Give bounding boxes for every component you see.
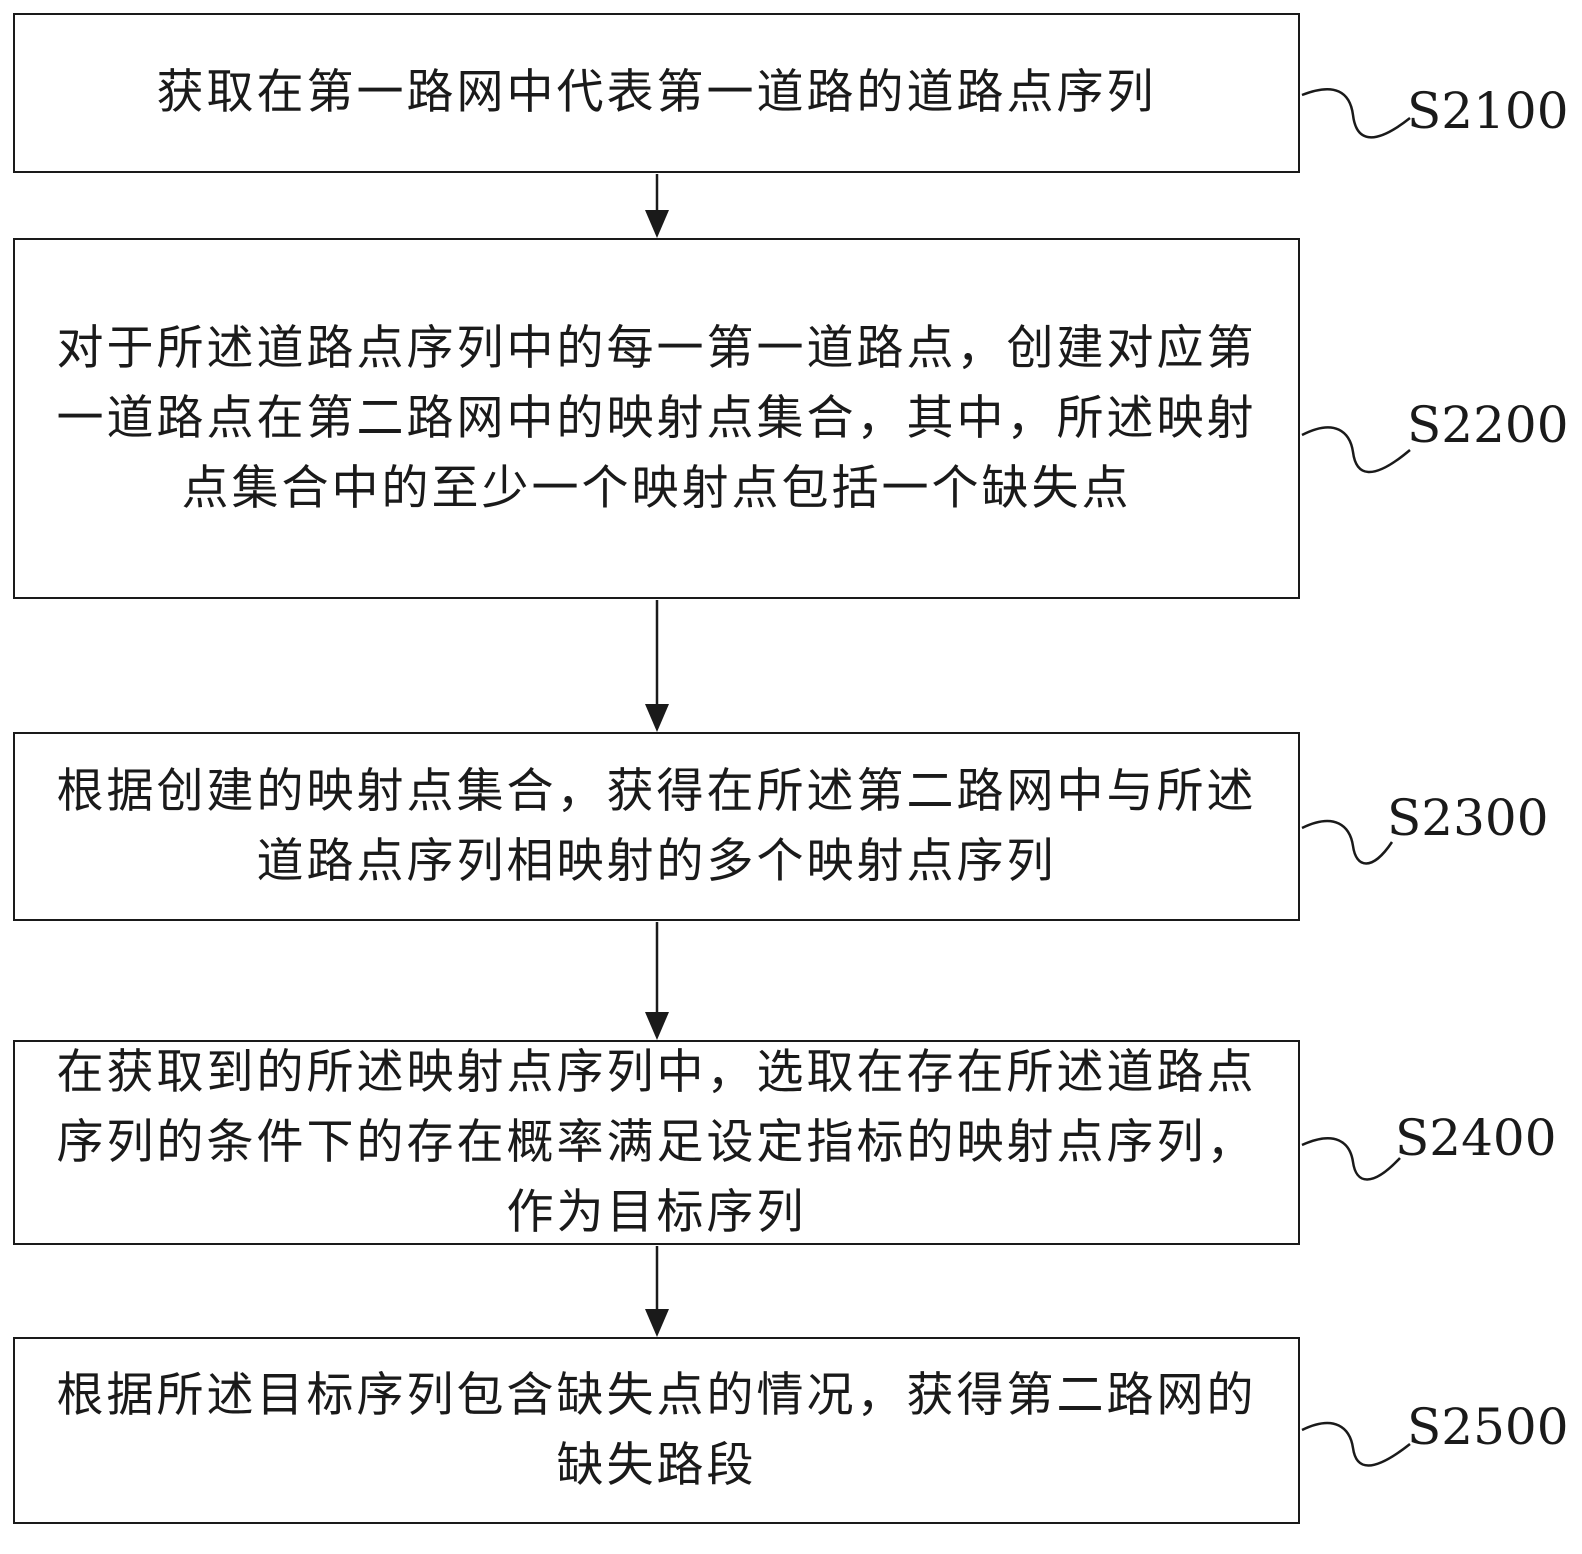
step-box-s2200: 对于所述道路点序列中的每一第一道路点，创建对应第一道路点在第二路网中的映射点集合… xyxy=(13,238,1300,599)
step-text-s2300: 根据创建的映射点集合，获得在所述第二路网中与所述道路点序列相映射的多个映射点序列 xyxy=(56,763,1257,889)
step-box-s2500: 根据所述目标序列包含缺失点的情况，获得第二路网的缺失路段 xyxy=(13,1337,1300,1524)
leader-line-s2500 xyxy=(1301,1421,1411,1467)
arrow-s2300-to-s2400 xyxy=(645,922,669,1040)
step-label-s2500: S2500 xyxy=(1407,1398,1569,1456)
step-text-s2400: 在获取到的所述映射点序列中，选取在存在所述道路点序列的条件下的存在概率满足设定指… xyxy=(56,1044,1257,1240)
step-label-s2100: S2100 xyxy=(1407,82,1569,140)
step-box-s2400: 在获取到的所述映射点序列中，选取在存在所述道路点序列的条件下的存在概率满足设定指… xyxy=(13,1040,1300,1245)
step-label-s2400: S2400 xyxy=(1395,1109,1557,1167)
arrow-s2200-to-s2300 xyxy=(645,600,669,732)
step-label-s2200: S2200 xyxy=(1407,396,1569,454)
step-label-s2300: S2300 xyxy=(1387,789,1549,847)
arrow-s2400-to-s2500 xyxy=(645,1246,669,1337)
arrow-s2100-to-s2200 xyxy=(645,174,669,238)
leader-line-s2200 xyxy=(1301,426,1411,474)
leader-line-s2300 xyxy=(1301,819,1394,865)
step-text-s2100: 获取在第一路网中代表第一道路的道路点序列 xyxy=(156,65,1157,120)
leader-line-s2400 xyxy=(1301,1137,1401,1181)
step-box-s2300: 根据创建的映射点集合，获得在所述第二路网中与所述道路点序列相映射的多个映射点序列 xyxy=(13,732,1300,921)
leader-line-s2100 xyxy=(1301,88,1411,139)
step-text-s2200: 对于所述道路点序列中的每一第一道路点，创建对应第一道路点在第二路网中的映射点集合… xyxy=(56,320,1257,516)
step-box-s2100: 获取在第一路网中代表第一道路的道路点序列 xyxy=(13,13,1300,173)
step-text-s2500: 根据所述目标序列包含缺失点的情况，获得第二路网的缺失路段 xyxy=(56,1367,1257,1493)
